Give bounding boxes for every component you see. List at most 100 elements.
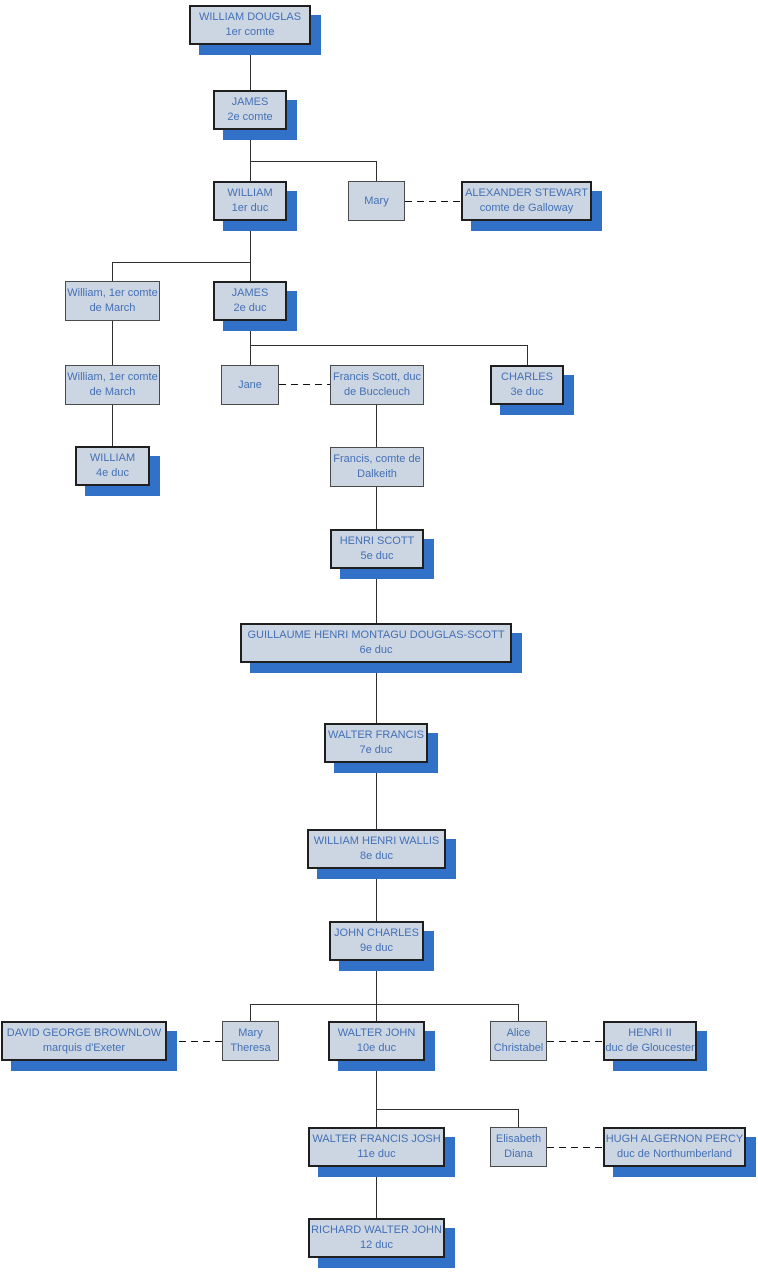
node-james-2e-duc: JAMES 2e duc bbox=[213, 281, 287, 321]
marriage-dashed-line bbox=[279, 384, 330, 385]
person-title: 10e duc bbox=[356, 1042, 397, 1054]
connector-line bbox=[250, 45, 251, 90]
node-james-2e-comte: JAMES 2e comte bbox=[213, 90, 287, 130]
person-name: WALTER JOHN bbox=[337, 1027, 416, 1039]
person-title: 5e duc bbox=[360, 550, 394, 562]
node-david-george-brownlow: DAVID GEORGE BROWNLOW marquis d'Exeter bbox=[1, 1021, 167, 1061]
person-name: Alice bbox=[506, 1027, 531, 1039]
connector-line bbox=[376, 961, 377, 1021]
person-title: duc de Gloucester bbox=[605, 1042, 695, 1054]
node-john-charles-9e-duc: JOHN CHARLES 9e duc bbox=[329, 921, 424, 961]
node-francis-scott: Francis Scott, duc de Buccleuch bbox=[330, 365, 424, 405]
person-title: de March bbox=[89, 302, 136, 314]
node-guillaume-6e-duc: GUILLAUME HENRI MONTAGU DOUGLAS-SCOTT 6e… bbox=[240, 623, 512, 663]
person-title: 3e duc bbox=[510, 386, 544, 398]
person-title: Christabel bbox=[493, 1042, 544, 1054]
person-title: de March bbox=[89, 386, 136, 398]
connector-line bbox=[376, 487, 377, 529]
person-name: Francis, comte de bbox=[333, 453, 421, 465]
node-walter-francis-7e-duc: WALTER FRANCIS 7e duc bbox=[324, 723, 428, 763]
person-title: 8e duc bbox=[359, 850, 394, 862]
person-name: HENRI SCOTT bbox=[339, 535, 415, 547]
person-name: WALTER FRANCIS JOSH bbox=[312, 1133, 441, 1145]
person-name: Jane bbox=[238, 378, 262, 391]
person-name: William, 1er comte bbox=[67, 287, 158, 299]
connector-line bbox=[250, 1004, 518, 1005]
node-william-4e-duc: WILLIAM 4e duc bbox=[75, 446, 150, 486]
person-name: HENRI II bbox=[628, 1027, 672, 1039]
connector-line bbox=[250, 345, 527, 346]
node-richard-walter-john-12-duc: RICHARD WALTER JOHN 12 duc bbox=[308, 1218, 445, 1258]
connector-line bbox=[376, 869, 377, 921]
node-william-march-1: William, 1er comte de March bbox=[65, 281, 160, 321]
person-name: Elisabeth bbox=[495, 1133, 542, 1145]
person-title: Diana bbox=[504, 1148, 533, 1160]
person-name: Mary bbox=[364, 194, 389, 207]
person-title: Dalkeith bbox=[357, 468, 397, 480]
connector-line bbox=[376, 161, 377, 181]
person-title: 1er duc bbox=[231, 202, 269, 214]
person-name: WILLIAM bbox=[227, 187, 273, 199]
person-title: Theresa bbox=[230, 1042, 271, 1054]
person-title: 7e duc bbox=[359, 744, 393, 756]
connector-line bbox=[376, 763, 377, 829]
connector-line bbox=[376, 1167, 377, 1218]
marriage-dashed-line bbox=[405, 201, 461, 202]
node-jane: Jane bbox=[221, 365, 279, 405]
person-name: JOHN CHARLES bbox=[334, 927, 419, 939]
connector-line bbox=[376, 663, 377, 723]
person-name: Francis Scott, duc bbox=[332, 371, 422, 383]
node-walter-john-10e-duc: WALTER JOHN 10e duc bbox=[328, 1021, 425, 1061]
connector-line bbox=[376, 569, 377, 623]
node-walter-francis-josh-11e-duc: WALTER FRANCIS JOSH 11e duc bbox=[308, 1127, 445, 1167]
connector-line bbox=[376, 404, 377, 447]
person-name: ALEXANDER STEWART bbox=[465, 187, 588, 199]
person-title: comte de Galloway bbox=[479, 202, 574, 214]
node-william-douglas: WILLIAM DOUGLAS 1er comte bbox=[189, 5, 311, 45]
person-name: JAMES bbox=[231, 287, 269, 299]
person-title: de Buccleuch bbox=[343, 386, 411, 398]
person-name: WILLIAM HENRI WALLIS bbox=[313, 835, 440, 847]
person-name: HUGH ALGERNON PERCY bbox=[605, 1133, 744, 1145]
node-elisabeth-diana: Elisabeth Diana bbox=[490, 1127, 547, 1167]
node-william-1er-duc: WILLIAM 1er duc bbox=[213, 181, 287, 221]
person-title: 2e duc bbox=[233, 302, 267, 314]
person-name: WILLIAM DOUGLAS bbox=[198, 11, 302, 23]
person-title: marquis d'Exeter bbox=[42, 1042, 126, 1054]
connector-line bbox=[376, 1061, 377, 1127]
person-title: 6e duc bbox=[359, 644, 393, 656]
connector-line bbox=[250, 221, 251, 281]
person-name: WILLIAM bbox=[89, 452, 136, 464]
marriage-dashed-line bbox=[547, 1147, 603, 1148]
person-name: CHARLES bbox=[501, 371, 553, 383]
connector-line bbox=[112, 262, 113, 281]
connector-line bbox=[250, 130, 251, 181]
node-hugh-algernon-percy: HUGH ALGERNON PERCY duc de Northumberlan… bbox=[603, 1127, 746, 1167]
node-alexander-stewart: ALEXANDER STEWART comte de Galloway bbox=[461, 181, 592, 221]
person-name: Mary bbox=[238, 1027, 263, 1039]
person-name: DAVID GEORGE BROWNLOW bbox=[6, 1027, 162, 1039]
person-title: duc de Northumberland bbox=[617, 1148, 732, 1160]
connector-line bbox=[518, 1109, 519, 1127]
person-title: 11e duc bbox=[357, 1148, 396, 1160]
connector-line bbox=[376, 1109, 518, 1110]
marriage-dashed-line bbox=[167, 1041, 222, 1042]
person-title: 12 duc bbox=[359, 1239, 394, 1251]
connector-line bbox=[250, 321, 251, 365]
connector-line bbox=[250, 161, 376, 162]
person-title: 2e comte bbox=[227, 111, 273, 123]
person-title: 9e duc bbox=[359, 942, 394, 954]
node-william-henri-wallis-8e-duc: WILLIAM HENRI WALLIS 8e duc bbox=[307, 829, 446, 869]
node-william-march-2: William, 1er comte de March bbox=[65, 365, 160, 405]
person-title: 1er comte bbox=[225, 26, 275, 38]
node-mary: Mary bbox=[348, 181, 405, 221]
connector-line bbox=[518, 1004, 519, 1021]
connector-line bbox=[112, 320, 113, 365]
connector-line bbox=[527, 345, 528, 365]
connector-line bbox=[250, 1004, 251, 1021]
person-name: William, 1er comte bbox=[67, 371, 158, 383]
node-henri-scott-5e-duc: HENRI SCOTT 5e duc bbox=[330, 529, 424, 569]
node-francis-dalkeith: Francis, comte de Dalkeith bbox=[330, 447, 424, 487]
connector-line bbox=[112, 404, 113, 446]
